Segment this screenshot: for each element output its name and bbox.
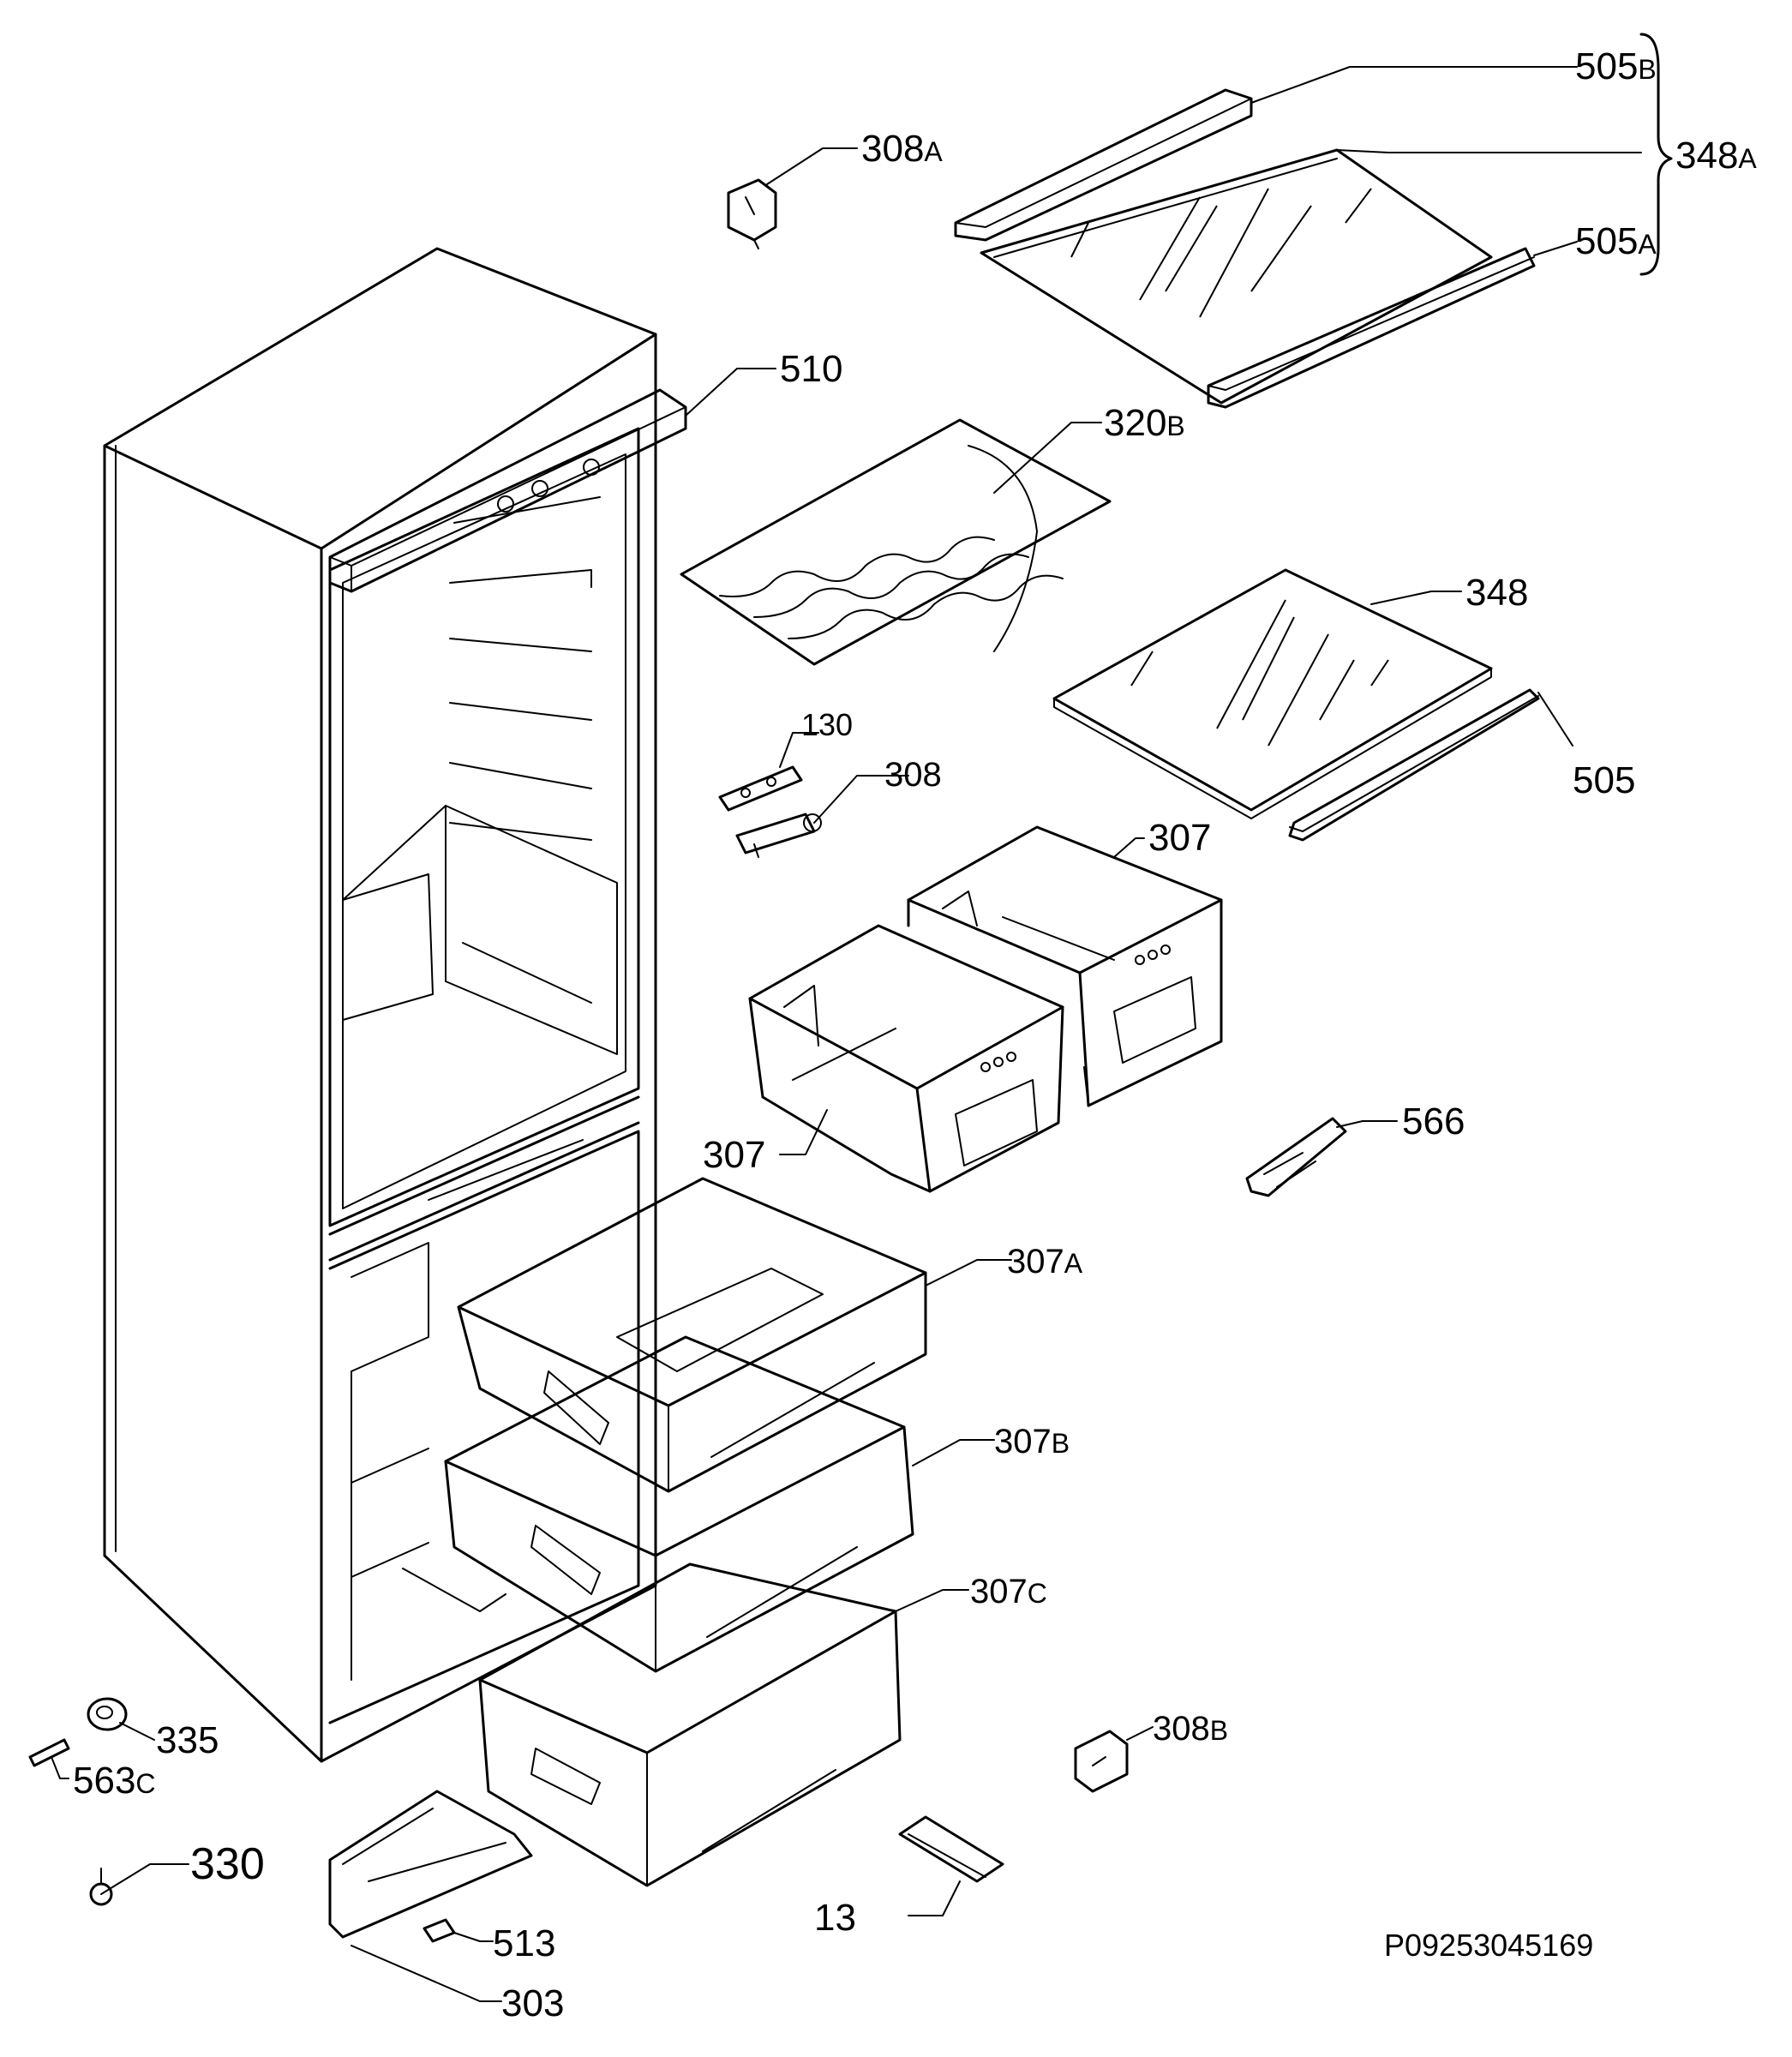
label-308: 308 <box>884 756 942 794</box>
hinge-308b-part <box>1074 1730 1129 1793</box>
label-505: 505 <box>1573 759 1635 801</box>
control-panel-part <box>328 388 687 593</box>
label-307b: 307B <box>994 1423 1070 1460</box>
label-566: 566 <box>1402 1100 1465 1142</box>
label-505b: 505B <box>1575 45 1657 87</box>
freezer-drawer-307b-part <box>444 1335 914 1673</box>
label-130: 130 <box>801 707 853 742</box>
part-labels: 505B 348A 505A 308A 510 320B 348 505 130… <box>73 45 1757 2024</box>
part-566 <box>1245 1117 1347 1197</box>
label-307-left: 307 <box>703 1134 765 1176</box>
label-307-top: 307 <box>1148 817 1211 859</box>
fridge-cabinet <box>103 247 657 1763</box>
label-563c: 563C <box>73 1760 156 1802</box>
rail-13-part <box>898 1815 1004 1883</box>
freezer-drawer-307c-part <box>478 1562 902 1887</box>
label-510: 510 <box>780 348 842 390</box>
label-330: 330 <box>190 1839 265 1889</box>
small-clip-130-part <box>718 765 803 812</box>
roller-335-part <box>87 1697 128 1731</box>
hinge-bracket-top-part <box>727 178 777 249</box>
label-307a: 307A <box>1007 1243 1083 1280</box>
bottom-cover-303-part <box>328 1790 533 1939</box>
label-505a: 505A <box>1575 220 1657 262</box>
label-348a: 348A <box>1675 135 1757 177</box>
freezer-drawer-307a-part <box>457 1177 927 1493</box>
glass-shelf-assembly <box>954 33 1673 409</box>
label-308a: 308A <box>861 128 943 170</box>
leader-lines <box>51 66 1642 2002</box>
glass-shelf-part <box>1052 568 1540 842</box>
wine-rack-part <box>680 418 1112 666</box>
label-307c: 307C <box>970 1573 1047 1610</box>
pin-563c-part <box>28 1738 70 1767</box>
foot-330-part <box>89 1868 113 1906</box>
hinge-308-part <box>735 813 822 858</box>
label-308b: 308B <box>1153 1710 1228 1748</box>
label-320b: 320B <box>1104 402 1185 444</box>
drawer-307-right-part <box>907 825 1223 1107</box>
drawer-307-left-part <box>748 924 1064 1193</box>
label-13: 13 <box>814 1897 856 1939</box>
label-513: 513 <box>493 1922 555 1964</box>
clip-513-part <box>423 1918 456 1943</box>
label-348: 348 <box>1465 572 1528 614</box>
label-335: 335 <box>156 1719 219 1761</box>
label-303: 303 <box>501 1982 564 2024</box>
drawing-code: P09253045169 <box>1384 1928 1593 1963</box>
